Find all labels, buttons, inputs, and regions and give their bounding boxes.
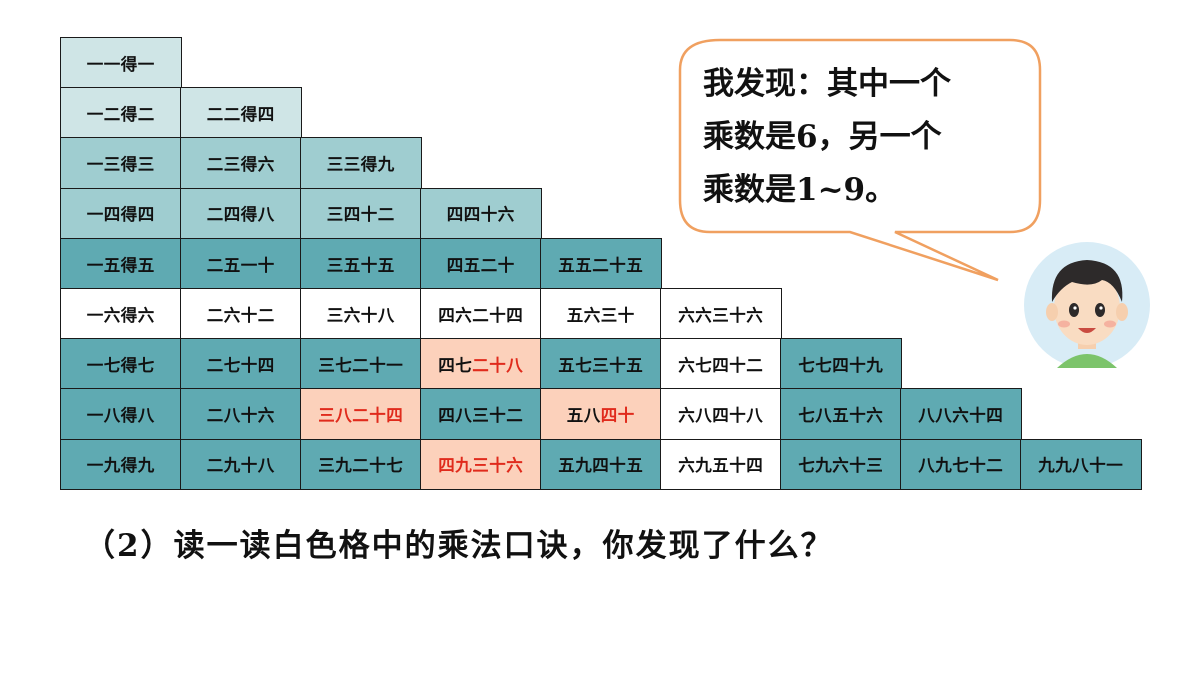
table-cell: 二九十八 bbox=[180, 438, 302, 491]
table-cell: 二六十二 bbox=[180, 288, 302, 340]
table-cell: 六六三十六 bbox=[660, 288, 782, 340]
table-cell: 三五十五 bbox=[300, 237, 422, 290]
table-cell: 三三得九 bbox=[300, 137, 422, 190]
table-cell: 三四十二 bbox=[300, 187, 422, 240]
table-cell: 七七四十九 bbox=[780, 338, 902, 390]
table-cell: 二七十四 bbox=[180, 338, 302, 390]
table-cell: 五八四十 bbox=[540, 388, 662, 441]
table-cell: 二二得四 bbox=[180, 87, 302, 139]
table-cell: 二四得八 bbox=[180, 187, 302, 240]
table-cell: 三六十八 bbox=[300, 288, 422, 340]
table-cell: 五五二十五 bbox=[540, 237, 662, 290]
table-cell: 四八三十二 bbox=[420, 388, 542, 441]
cell-highlight-text: 四九三十六 bbox=[438, 456, 524, 476]
table-cell: 九九八十一 bbox=[1020, 438, 1142, 491]
table-cell: 一六得六 bbox=[60, 288, 182, 340]
table-cell: 三九二十七 bbox=[300, 438, 422, 491]
table-cell: 一二得二 bbox=[60, 87, 182, 139]
table-cell: 四六二十四 bbox=[420, 288, 542, 340]
cell-highlight-text: 三八二十四 bbox=[318, 406, 404, 426]
table-cell: 一一得一 bbox=[60, 37, 182, 89]
table-cell: 八八六十四 bbox=[900, 388, 1022, 441]
cell-highlight-text: 二十八 bbox=[472, 356, 524, 376]
table-cell: 八九七十二 bbox=[900, 438, 1022, 491]
table-cell: 一四得四 bbox=[60, 187, 182, 240]
table-cell: 七九六十三 bbox=[780, 438, 902, 491]
table-cell: 四七二十八 bbox=[420, 338, 542, 390]
cell-text: 四七 bbox=[438, 356, 473, 376]
bubble-line: 我发现：其中一个 bbox=[703, 66, 951, 102]
bubble-line: 乘数是6，另一个 bbox=[703, 119, 942, 155]
table-cell: 六八四十八 bbox=[660, 388, 782, 441]
table-cell: 四五二十 bbox=[420, 237, 542, 290]
table-cell: 五九四十五 bbox=[540, 438, 662, 491]
speech-bubble-text: 我发现：其中一个 乘数是6，另一个 乘数是1~9。 bbox=[703, 58, 1033, 217]
bubble-line: 乘数是1~9。 bbox=[703, 172, 897, 208]
table-cell: 七八五十六 bbox=[780, 388, 902, 441]
table-cell: 六九五十四 bbox=[660, 438, 782, 491]
table-cell: 一八得八 bbox=[60, 388, 182, 441]
table-cell: 一九得九 bbox=[60, 438, 182, 491]
boy-avatar-icon bbox=[1024, 242, 1150, 368]
question-text: （2）读一读白色格中的乘法口诀，你发现了什么？ bbox=[84, 528, 834, 564]
table-cell: 二五一十 bbox=[180, 237, 302, 290]
table-cell: 四九三十六 bbox=[420, 438, 542, 491]
cell-highlight-text: 四十 bbox=[600, 406, 635, 426]
table-cell: 二八十六 bbox=[180, 388, 302, 441]
table-cell: 六七四十二 bbox=[660, 338, 782, 390]
table-cell: 三八二十四 bbox=[300, 388, 422, 441]
table-cell: 二三得六 bbox=[180, 137, 302, 190]
table-cell: 一三得三 bbox=[60, 137, 182, 190]
table-cell: 五七三十五 bbox=[540, 338, 662, 390]
table-cell: 一七得七 bbox=[60, 338, 182, 390]
multiplication-table: 一一得一一二得二二二得四一三得三二三得六三三得九一四得四二四得八三四十二四四十六… bbox=[60, 37, 1142, 491]
table-cell: 四四十六 bbox=[420, 187, 542, 240]
table-cell: 一五得五 bbox=[60, 237, 182, 290]
table-cell: 五六三十 bbox=[540, 288, 662, 340]
cell-text: 五八 bbox=[566, 406, 601, 426]
table-cell: 三七二十一 bbox=[300, 338, 422, 390]
